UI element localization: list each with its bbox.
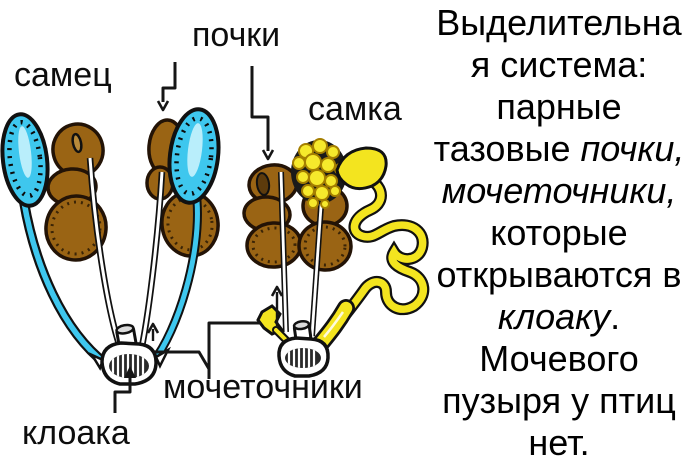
description-line: тазовые почки, xyxy=(433,128,685,169)
male-testis-left xyxy=(0,112,50,208)
description-line: мочеточники, xyxy=(441,170,677,211)
description-line: которые xyxy=(490,212,628,253)
female-kidney-left xyxy=(242,163,303,269)
label-female: самка xyxy=(308,90,402,128)
description-line: пузыря у птиц xyxy=(442,380,676,421)
female-oviduct-coils xyxy=(332,172,430,330)
female-ovary xyxy=(291,138,347,209)
cloaca-pointer-arrow xyxy=(113,366,136,413)
female-ureter-up-arrow xyxy=(270,285,284,326)
annotation-lines xyxy=(113,62,275,413)
description-line: открываются в xyxy=(436,254,682,295)
arrow-kidneys-to-male xyxy=(156,62,177,112)
label-cloaca: клоака xyxy=(22,414,130,452)
male-cloaca xyxy=(88,323,171,386)
female-oviduct-duct xyxy=(312,299,355,352)
description-line: парные xyxy=(496,86,622,127)
label-kidneys: почки xyxy=(192,16,281,54)
ureters-pointer-lines xyxy=(153,321,261,379)
female-bird-diagram xyxy=(242,138,430,378)
label-ureters: мочеточники xyxy=(163,368,363,406)
description-line: Выделительна xyxy=(436,2,682,43)
male-testis-right xyxy=(167,107,221,205)
arrow-kidneys-to-female xyxy=(250,66,275,161)
male-vas-deferens xyxy=(19,196,202,369)
female-cloaca xyxy=(277,319,330,378)
female-ureters xyxy=(278,171,325,337)
male-bird-diagram xyxy=(0,107,221,386)
male-ureter-up-arrow xyxy=(146,322,160,341)
label-male: самец xyxy=(14,56,112,94)
description-line: клоаку. xyxy=(497,296,621,337)
description-line: нет. xyxy=(528,422,590,463)
male-kidney-left xyxy=(44,122,108,262)
anatomy-illustration xyxy=(0,62,430,413)
description-line: я система: xyxy=(470,44,648,85)
description-line: Мочевого xyxy=(479,338,639,379)
female-infundibulum xyxy=(335,146,388,191)
